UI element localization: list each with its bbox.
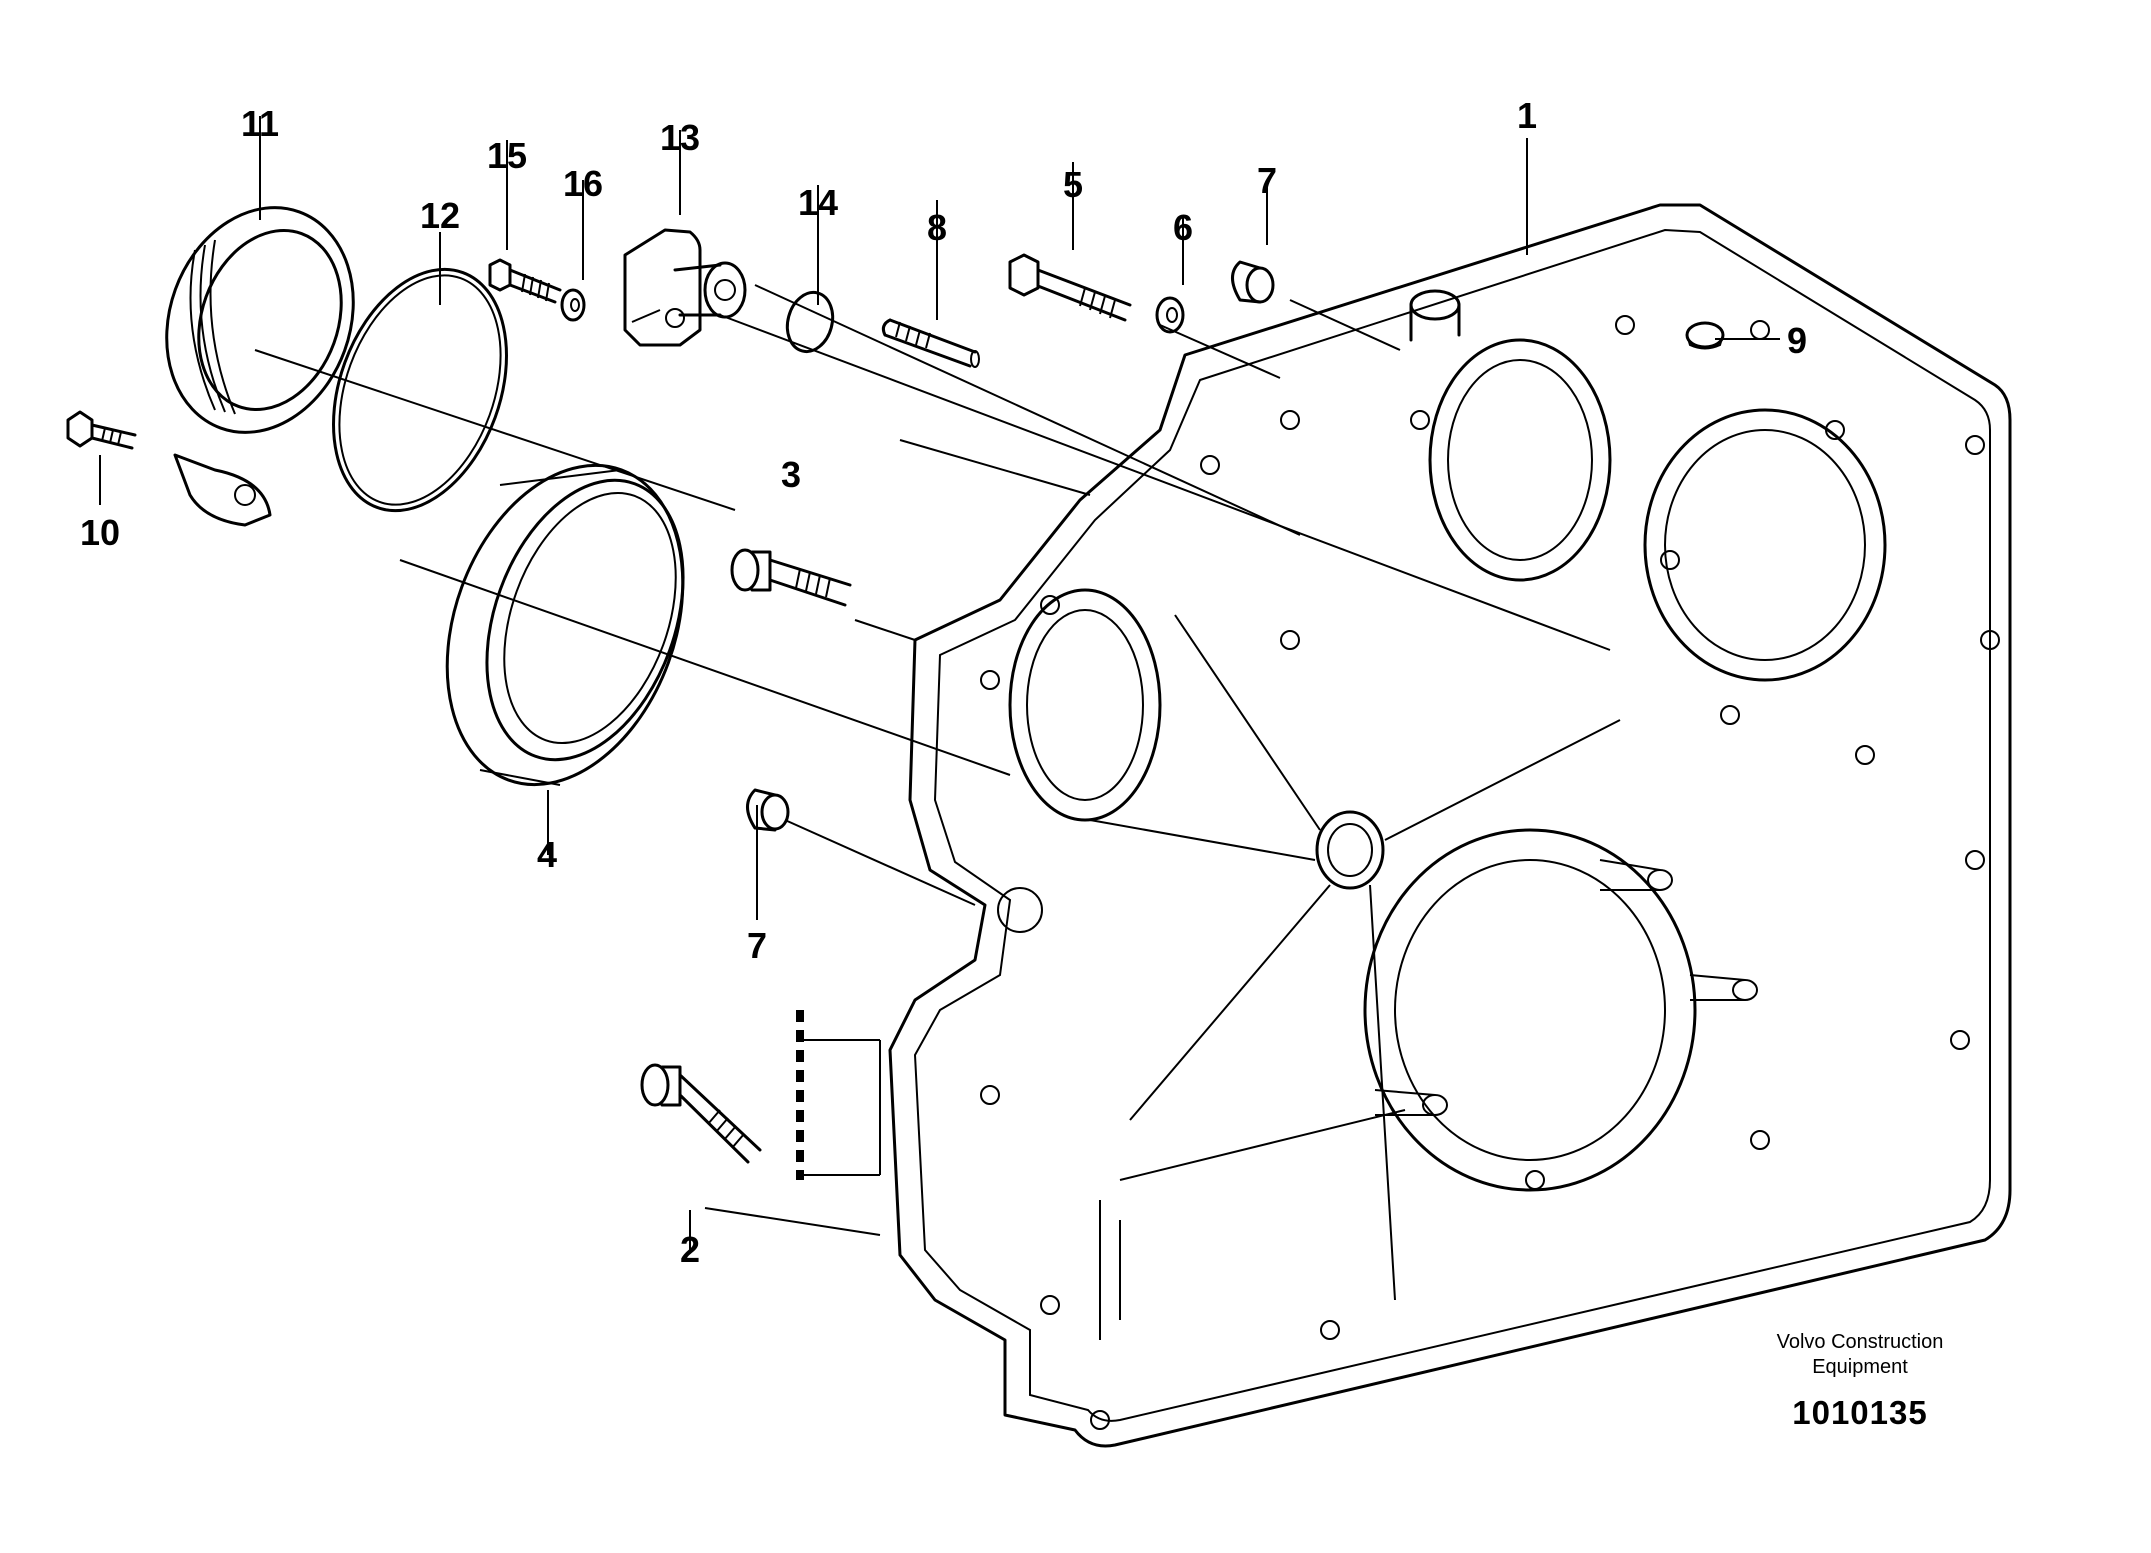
company-name-line-2: Equipment xyxy=(1812,1356,1908,1378)
bolt-part-3 xyxy=(730,548,852,607)
callout-13: 13 xyxy=(660,117,700,158)
timing-gear-housing xyxy=(888,203,2012,1448)
callout-5: 5 xyxy=(1063,164,1083,205)
crankshaft-seal-part-4 xyxy=(445,463,685,787)
callout-7-upper: 7 xyxy=(1257,160,1277,201)
stud-part-8 xyxy=(881,318,980,368)
dowel-sleeve-part-7-upper xyxy=(1231,260,1275,304)
callout-14: 14 xyxy=(798,182,838,223)
callout-11: 11 xyxy=(241,103,279,144)
o-ring-part-14 xyxy=(785,290,835,354)
callout-8: 8 xyxy=(927,207,947,248)
o-ring-part-12 xyxy=(332,267,508,513)
callout-10: 10 xyxy=(80,512,120,553)
dowel-sleeve-part-7-lower xyxy=(746,788,790,832)
bolt-part-2 xyxy=(640,1063,762,1164)
screw-part-15 xyxy=(488,258,562,304)
callout-3: 3 xyxy=(781,454,801,495)
diagram-footer: Volvo Construction Equipment 1010135 xyxy=(1700,1330,2020,1432)
callout-6: 6 xyxy=(1173,207,1193,248)
seal-housing-part-11 xyxy=(165,206,355,527)
callout-16: 16 xyxy=(563,163,603,204)
callout-7-lower: 7 xyxy=(747,925,767,966)
flange-cover-part-13 xyxy=(623,228,747,347)
document-number: 1010135 xyxy=(1792,1394,1928,1431)
screw-part-10 xyxy=(66,410,137,450)
callout-4: 4 xyxy=(537,834,557,875)
leader-lines xyxy=(99,116,1780,1250)
callout-15: 15 xyxy=(487,135,527,176)
washer-part-6 xyxy=(1155,296,1185,334)
callout-9: 9 xyxy=(1787,320,1807,361)
washer-part-16 xyxy=(560,288,586,322)
callout-2: 2 xyxy=(680,1229,700,1270)
bolt-part-5 xyxy=(1008,253,1132,322)
callout-12: 12 xyxy=(420,195,460,236)
plug-part-9 xyxy=(1685,321,1725,350)
company-name-line-1: Volvo Construction xyxy=(1776,1331,1944,1353)
callout-labels: 1 2 3 4 5 6 7 7 8 9 10 11 12 13 14 15 16 xyxy=(80,95,1807,1270)
callout-1: 1 xyxy=(1517,95,1537,136)
